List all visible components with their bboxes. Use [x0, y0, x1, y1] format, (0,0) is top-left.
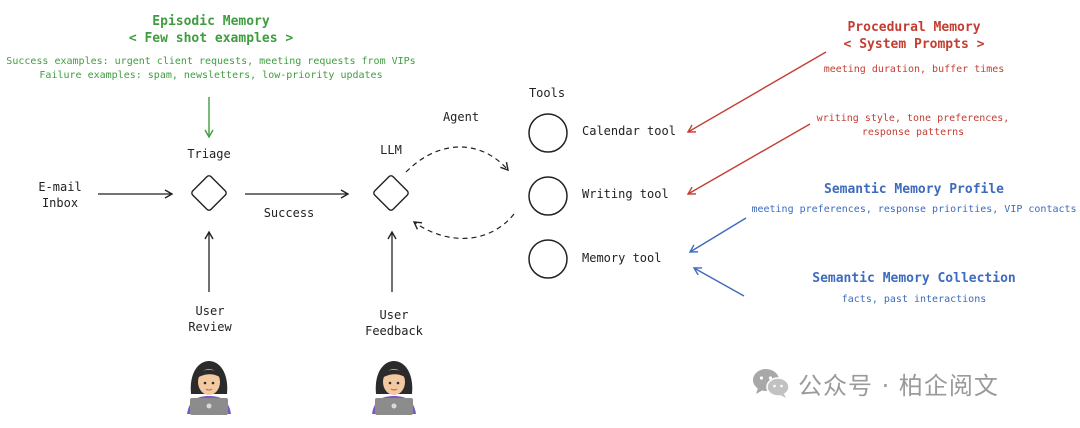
arrow-procedural-to-calendar — [686, 51, 827, 133]
arrow-llm-to-tools — [405, 146, 509, 173]
semantic-profile-note: meeting preferences, response priorities… — [751, 204, 1077, 215]
arrow-collection-to-memory — [692, 267, 745, 297]
semantic-profile-title: Semantic Memory Profile — [823, 182, 1005, 197]
watermark: 公众号 · 柏企阅文 — [752, 366, 999, 400]
episodic-success-examples: Success examples: urgent client requests… — [6, 56, 416, 67]
llm-label: LLM — [380, 143, 402, 157]
triage-diamond — [191, 175, 227, 211]
semantic-collection-title: Semantic Memory Collection — [812, 271, 1016, 286]
user-review-label-line1: User — [195, 304, 225, 318]
user-feedback-label-line2: Feedback — [365, 324, 423, 338]
writing-tool-circle — [528, 176, 568, 216]
arrow-profile-to-memory — [688, 217, 747, 253]
calendar-tool-circle — [528, 113, 568, 153]
writing-tool-label: Writing tool — [582, 187, 669, 201]
user-feedback-label-line1: User — [379, 308, 409, 322]
procedural-writing-note-line1: writing style, tone preferences, — [816, 113, 1010, 124]
episodic-failure-examples: Failure examples: spam, newsletters, low… — [39, 70, 383, 81]
inbox-label-line1: E-mail — [38, 180, 82, 194]
episodic-memory-title: Episodic Memory — [152, 14, 270, 29]
agent-label: Agent — [442, 110, 480, 124]
user-review-label-line2: Review — [188, 320, 232, 334]
tools-label: Tools — [528, 86, 566, 100]
memory-tool-label: Memory tool — [582, 251, 662, 265]
arrow-procedural-to-writing — [686, 123, 811, 195]
procedural-memory-title: Procedural Memory — [847, 20, 981, 35]
calendar-tool-label: Calendar tool — [582, 124, 676, 138]
triage-label: Triage — [187, 147, 231, 161]
llm-diamond — [373, 175, 409, 211]
wechat-icon — [753, 369, 790, 398]
watermark-text: 公众号 · 柏企阅文 — [798, 371, 999, 400]
inbox-label-line2: Inbox — [41, 196, 79, 210]
procedural-writing-note-line2: response patterns — [861, 127, 965, 138]
arrow-tools-to-llm — [412, 213, 515, 239]
user-laptop-icon — [372, 361, 416, 415]
success-label: Success — [263, 206, 315, 220]
semantic-collection-note: facts, past interactions — [841, 294, 987, 305]
procedural-calendar-note: meeting duration, buffer times — [823, 64, 1005, 75]
episodic-memory-subtitle: < Few shot examples > — [128, 31, 294, 46]
procedural-memory-subtitle: < System Prompts > — [843, 37, 985, 52]
memory-tool-circle — [528, 239, 568, 279]
user-laptop-icon — [187, 361, 231, 415]
